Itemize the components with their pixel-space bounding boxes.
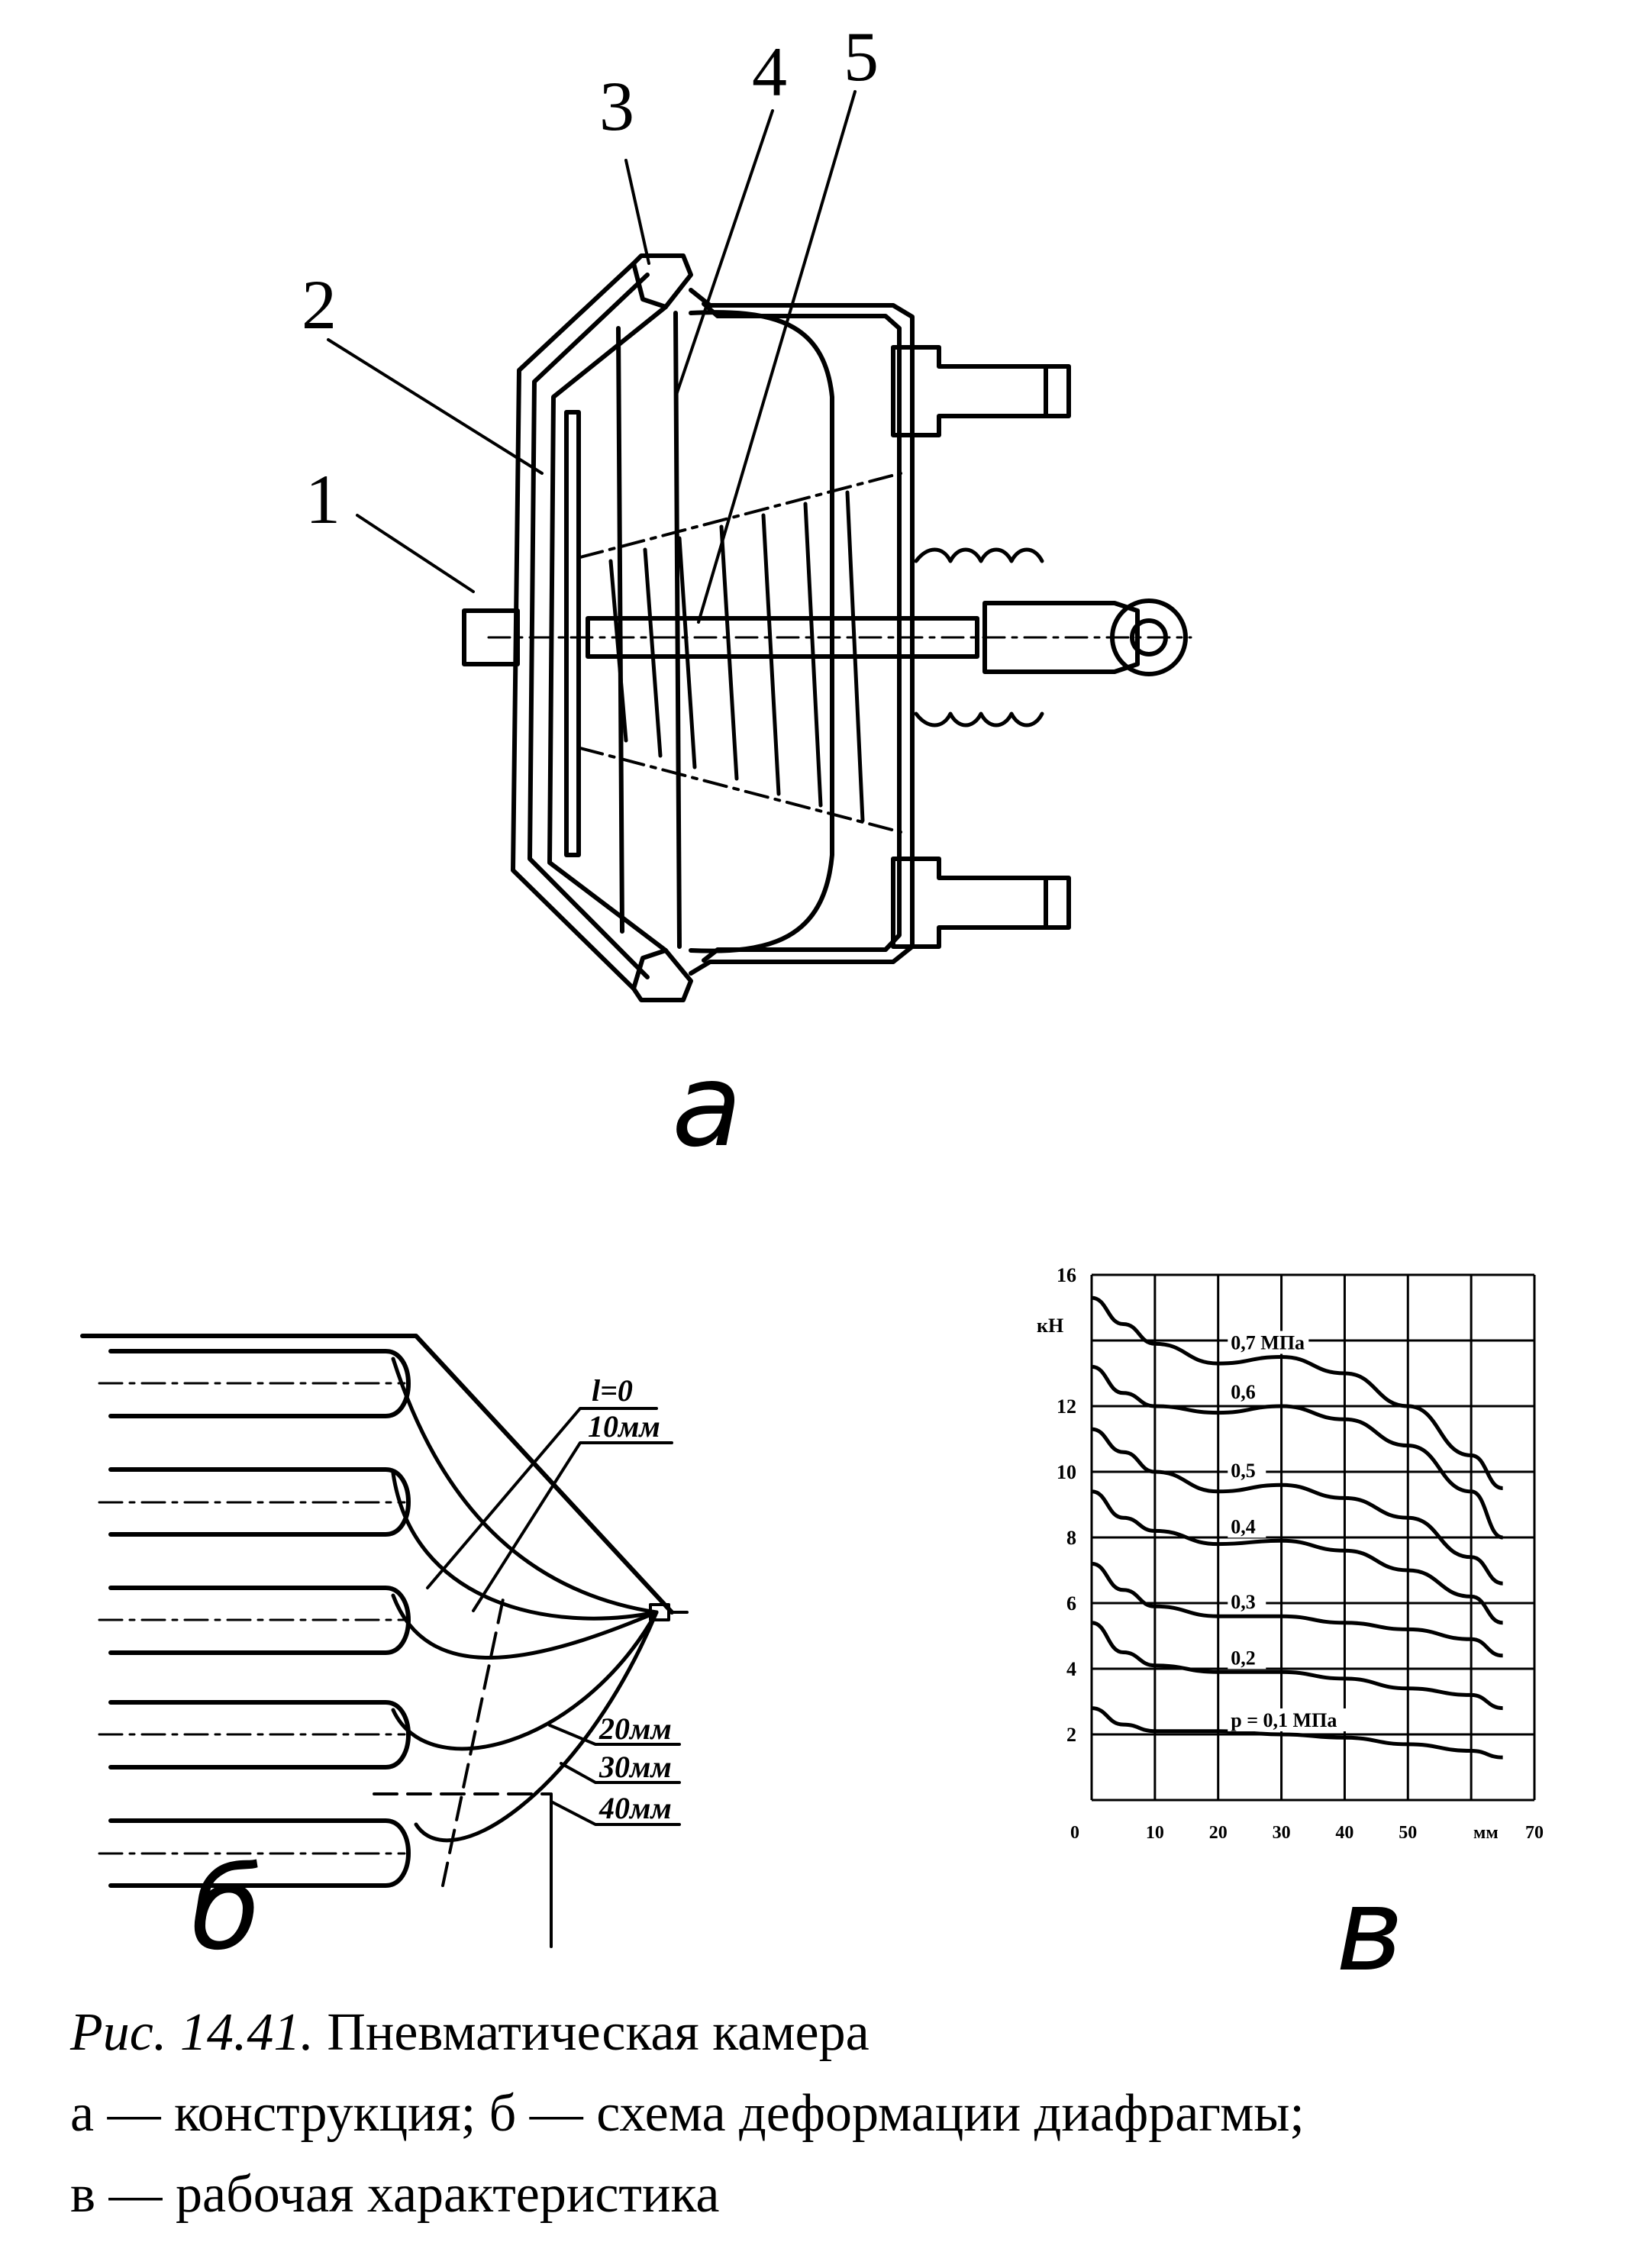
caption-title: Пневматическая камера [313, 2003, 870, 2062]
rear-body [689, 288, 915, 976]
y-tick-label: 6 [1066, 1592, 1076, 1615]
label-40mm: 40мм [598, 1791, 672, 1825]
diaphragm [547, 305, 668, 953]
y-unit-label: кН [1037, 1315, 1063, 1337]
x-tick-label: 0 [1070, 1823, 1079, 1843]
series-line [1091, 1427, 1503, 1586]
series-label-bg [1228, 1708, 1352, 1731]
mounting-stud-lower [891, 857, 1071, 949]
callout-4: 4 [752, 33, 787, 111]
piston-2 [108, 1467, 411, 1537]
x-unit-label: мм [1473, 1823, 1499, 1843]
series-label: 0,5 [1231, 1460, 1256, 1482]
figure-b-deformation: l=0 10мм 20мм 30мм 40мм б [80, 1334, 689, 1954]
series-label-bg [1228, 1331, 1309, 1354]
piston-1 [108, 1349, 411, 1418]
series-label: 0,6 [1231, 1381, 1256, 1403]
label-10mm: 10мм [588, 1409, 660, 1444]
series-line [1091, 1706, 1503, 1760]
series-line [1091, 1561, 1503, 1658]
series-label: 0,4 [1231, 1515, 1256, 1537]
y-tick-label: 4 [1066, 1658, 1076, 1680]
x-tick-label: 50 [1399, 1823, 1417, 1843]
series-line [1091, 1364, 1504, 1540]
callout-1: 1 [305, 460, 340, 538]
label-l0: l=0 [592, 1373, 633, 1408]
series-label: 0,3 [1231, 1591, 1256, 1613]
series-label: 0,7 МПа [1231, 1332, 1305, 1354]
fork-eye [1110, 598, 1188, 676]
series-label-bg [1228, 1590, 1266, 1614]
callout-5: 5 [844, 18, 879, 95]
x-tick-label: 30 [1273, 1823, 1291, 1843]
piston-4 [108, 1700, 411, 1770]
series-label-bg [1228, 1380, 1266, 1403]
pressure-plate [564, 410, 581, 857]
callout-3: 3 [599, 67, 634, 145]
mounting-stud-upper [891, 345, 1071, 437]
y-tick-label: 10 [1057, 1461, 1076, 1483]
caption-line-2: а — конструкция; б — схема деформации ди… [70, 2084, 1305, 2143]
series-label: р = 0,1 МПа [1231, 1709, 1337, 1731]
x-tick-label: 70 [1525, 1823, 1544, 1843]
series-label-bg [1228, 1515, 1266, 1538]
series-label: 0,2 [1231, 1647, 1256, 1669]
callout-2: 2 [302, 266, 337, 344]
series-line [1091, 1621, 1503, 1711]
boot [914, 547, 1044, 728]
series-line [1091, 1295, 1504, 1490]
caption-line-3: в — рабочая характеристика [70, 2165, 720, 2224]
inlet-fitting [462, 608, 520, 666]
x-tick-label: 40 [1335, 1823, 1353, 1843]
series-label-bg [1228, 1459, 1266, 1482]
label-30mm: 30мм [598, 1750, 672, 1784]
lower-clamp [631, 948, 693, 1002]
upper-clamp [631, 253, 693, 309]
panel-letter-a: а [672, 1040, 742, 1173]
chart-series: 0,7 МПа 0,6 0,5 0,4 0,3 0,2 р = 0,1 МПа [1091, 1295, 1504, 1760]
series-label-bg [1228, 1646, 1266, 1670]
y-tick-label: 12 [1057, 1395, 1076, 1418]
caption-figure-number: Рис. 14.41. [70, 2003, 314, 2062]
x-tick-label: 20 [1209, 1823, 1228, 1843]
x-tick-label: 10 [1146, 1823, 1164, 1843]
panel-letter-c: в [1336, 1864, 1403, 1985]
panel-letter-b: б [191, 1843, 262, 1954]
y-tick-label: 2 [1066, 1724, 1076, 1746]
piston-5 [108, 1818, 411, 1888]
y-tick-label: 16 [1057, 1264, 1076, 1286]
figure-c-characteristic-chart: 0,7 МПа 0,6 0,5 0,4 0,3 0,2 р = 0,1 МПа 16 12 10… [1037, 1264, 1544, 1985]
label-20mm: 20мм [598, 1711, 672, 1746]
series-line [1091, 1489, 1503, 1625]
figure-a-construction: 1 2 3 4 5 а [302, 18, 1192, 1173]
y-tick-label: 8 [1066, 1527, 1076, 1549]
figure-caption: Рис. 14.41. Пневматическая камера а — ко… [70, 1992, 1597, 2235]
